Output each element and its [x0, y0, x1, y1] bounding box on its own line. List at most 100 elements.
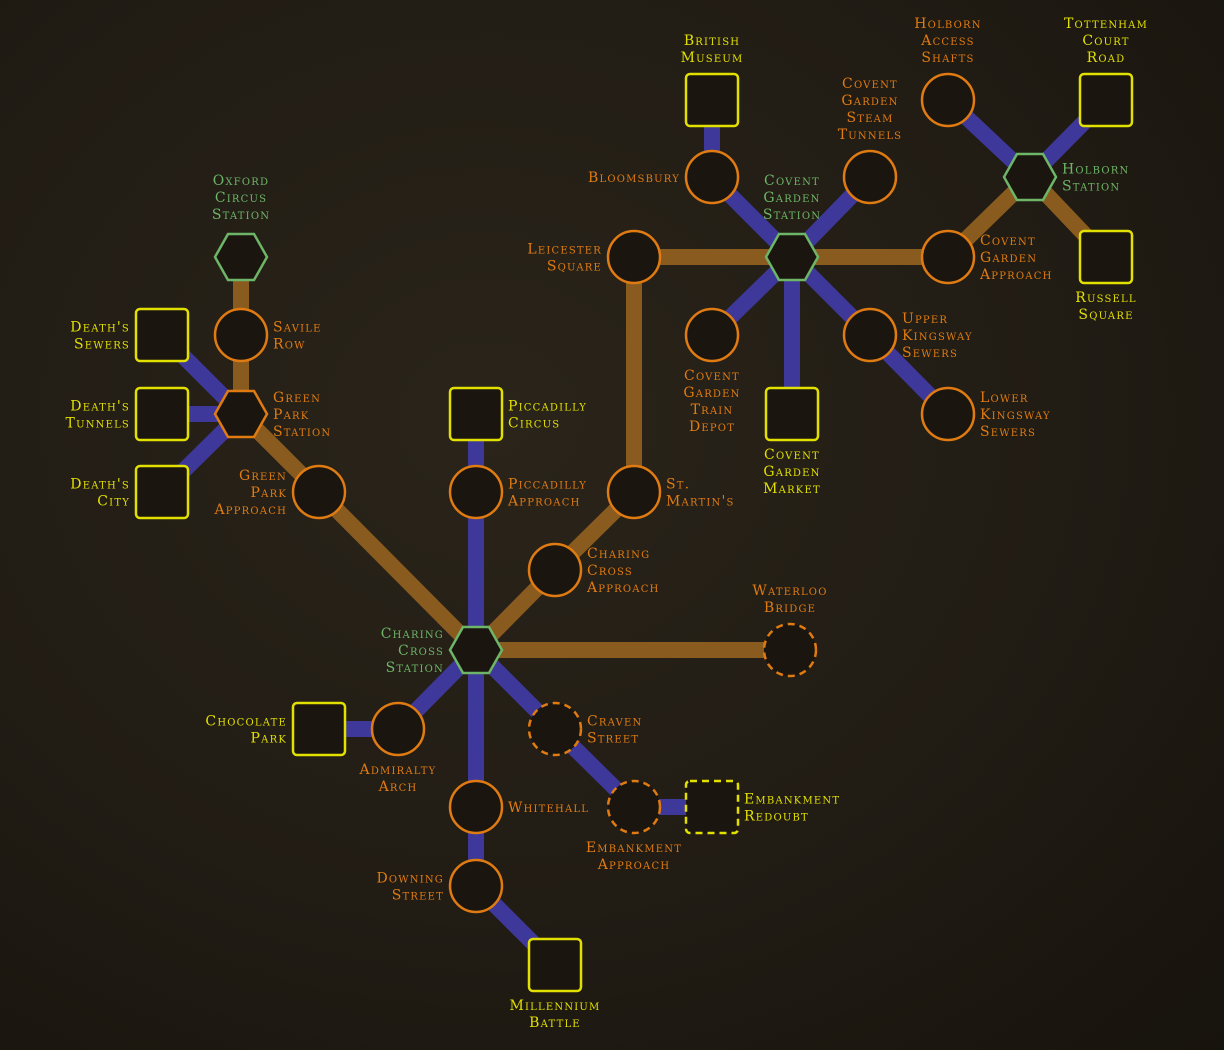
node-label-line: Covent: [842, 76, 898, 92]
location-circle-icon[interactable]: [684, 149, 740, 205]
node-label-line: Martin's: [666, 494, 735, 510]
node-label: Whitehall: [508, 800, 589, 816]
node-label-line: Battle: [529, 1015, 581, 1031]
station-hexagon-icon[interactable]: [764, 232, 820, 282]
station-hexagon-icon[interactable]: [1002, 152, 1058, 202]
objective-square-icon[interactable]: [291, 701, 347, 757]
node-label-line: Park: [273, 407, 309, 423]
station-hexagon-icon[interactable]: [213, 389, 269, 439]
node-label-line: Approach: [507, 494, 581, 510]
node-label-line: St.: [666, 477, 690, 493]
node-st-martins[interactable]: St.Martin's: [606, 464, 735, 520]
node-label-line: Covent: [684, 368, 740, 384]
objective-square-icon[interactable]: [448, 386, 504, 442]
objective-square-icon[interactable]: [134, 464, 190, 520]
node-whitehall[interactable]: Whitehall: [448, 779, 589, 835]
node-bloomsbury[interactable]: Bloomsbury: [588, 149, 740, 205]
node-label-line: Park: [251, 485, 287, 501]
node-label-line: Covent: [764, 447, 820, 463]
location-circle-icon[interactable]: [684, 307, 740, 363]
objective-square-icon[interactable]: [134, 307, 190, 363]
location-circle-icon[interactable]: [842, 149, 898, 205]
objective-square-icon[interactable]: [1078, 229, 1134, 285]
location-circle-icon[interactable]: [291, 464, 347, 520]
location-circle-icon[interactable]: [370, 701, 426, 757]
location-circle-icon[interactable]: [842, 307, 898, 363]
node-label-line: Row: [273, 337, 306, 353]
node-label-line: Tunnels: [838, 127, 902, 143]
location-circle-icon[interactable]: [448, 858, 504, 914]
node-label-line: Leicester: [527, 242, 602, 258]
location-circle-icon[interactable]: [527, 701, 583, 757]
station-hexagon-icon[interactable]: [213, 232, 269, 282]
node-label-line: Savile: [273, 320, 322, 336]
location-circle-icon[interactable]: [920, 229, 976, 285]
objective-square-icon[interactable]: [134, 386, 190, 442]
node-label-line: Piccadilly: [508, 477, 587, 493]
objective-square-icon[interactable]: [764, 386, 820, 442]
node-label-line: Court: [1082, 33, 1129, 49]
location-circle-icon[interactable]: [606, 229, 662, 285]
location-circle-icon[interactable]: [527, 542, 583, 598]
node-label-line: Tunnels: [66, 416, 130, 432]
node-label-line: Death's: [70, 477, 130, 493]
location-circle-icon[interactable]: [920, 386, 976, 442]
objective-square-icon[interactable]: [527, 937, 583, 993]
location-circle-icon[interactable]: [762, 622, 818, 678]
station-hexagon-icon[interactable]: [448, 625, 504, 675]
location-circle-icon[interactable]: [213, 307, 269, 363]
location-circle-icon[interactable]: [920, 72, 976, 128]
objective-square-icon[interactable]: [684, 72, 740, 128]
location-circle-icon[interactable]: [606, 779, 662, 835]
node-label-line: Access: [920, 33, 974, 49]
objective-square-icon[interactable]: [684, 779, 740, 835]
node-label-line: Green: [239, 468, 287, 484]
node-label-line: Approach: [214, 502, 288, 518]
node-label-line: City: [97, 494, 130, 510]
objective-square-icon[interactable]: [1078, 72, 1134, 128]
location-circle-icon[interactable]: [448, 779, 504, 835]
node-label-line: Garden: [763, 464, 820, 480]
node-label-line: Arch: [378, 779, 418, 795]
location-circle-icon[interactable]: [606, 464, 662, 520]
location-circle-icon[interactable]: [448, 464, 504, 520]
